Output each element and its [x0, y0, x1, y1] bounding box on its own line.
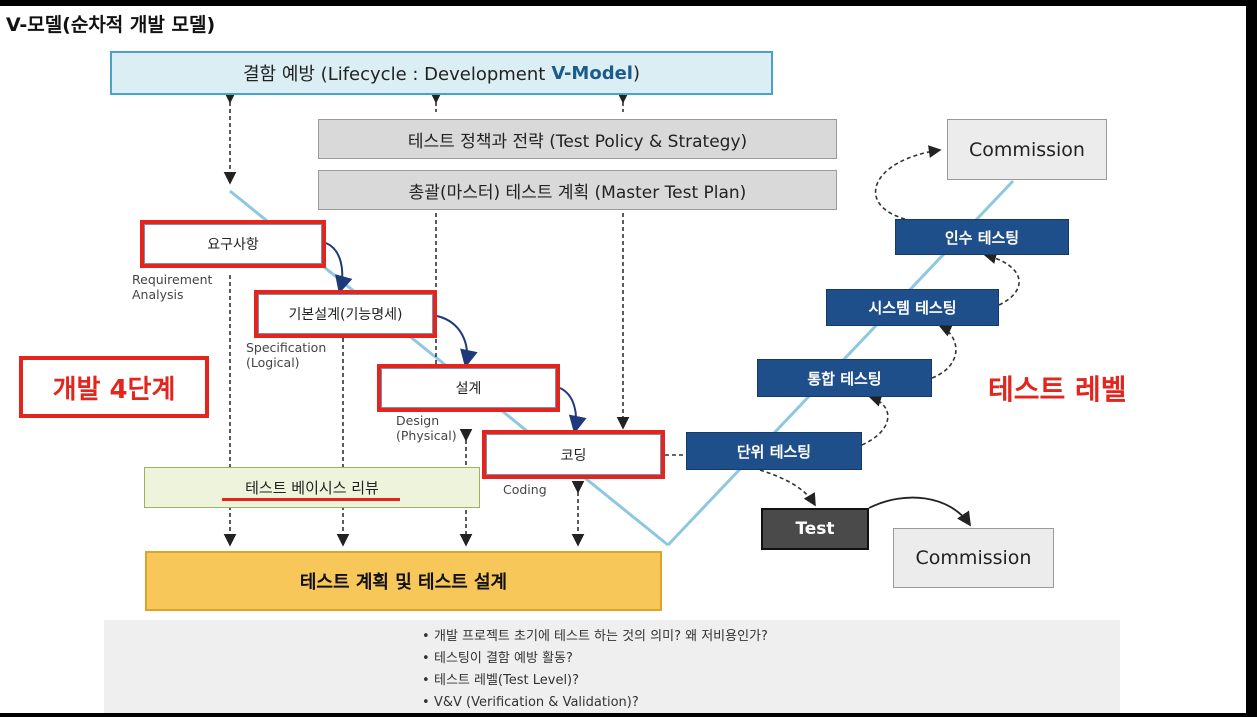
bottom-border [0, 713, 1257, 717]
level-unit-testing: 단위 테스팅 [686, 432, 862, 470]
caption-line: Analysis [132, 287, 184, 302]
flow-design-coding [559, 387, 587, 434]
lifecycle-banner: 결함 예방 (Lifecycle : Development V-Model ) [110, 51, 773, 95]
level-system-testing: 시스템 테스팅 [826, 289, 999, 326]
stage-design: 설계 [377, 364, 560, 412]
stage-coding-label: 코딩 [486, 434, 661, 475]
level-integration-testing: 통합 테스팅 [757, 359, 932, 397]
test-plan-design-box: 테스트 계획 및 테스트 설계 [145, 551, 662, 611]
test-level-label: 테스트 레벨 [988, 373, 1127, 406]
right-border [1246, 0, 1257, 717]
notes-list: 개발 프로젝트 초기에 테스트 하는 것의 의미? 왜 저비용인가? 테스팅이 … [422, 626, 768, 714]
note-item: V&V (Verification & Validation)? [422, 692, 768, 714]
stage-requirement-caption: Requirement Analysis [132, 272, 212, 302]
note-item: 개발 프로젝트 초기에 테스트 하는 것의 의미? 왜 저비용인가? [422, 626, 768, 648]
level-acceptance-testing: 인수 테스팅 [895, 219, 1069, 255]
caption-line: Coding [503, 482, 547, 497]
flow-spec-design [436, 315, 478, 368]
dash-unit-to-integ [861, 394, 889, 446]
notes-panel: 개발 프로젝트 초기에 테스트 하는 것의 의미? 왜 저비용인가? 테스팅이 … [104, 620, 1120, 713]
stage-coding: 코딩 [482, 430, 665, 479]
lifecycle-suffix: ) [632, 62, 641, 84]
stage-requirement: 요구사항 [140, 220, 326, 268]
page-title: V-모델(순차적 개발 모델) [6, 14, 216, 36]
stage-spec-label: 기본설계(기능명세) [258, 294, 433, 334]
dash-unit-to-test [759, 469, 816, 507]
note-item: 테스트 레벨(Test Level)? [422, 670, 768, 692]
caption-line: Requirement [132, 272, 213, 287]
commission-bottom-box: Commission [893, 528, 1054, 588]
stage-coding-caption: Coding [503, 482, 547, 497]
stage-design-label: 설계 [381, 368, 556, 408]
lifecycle-vmodel: V-Model [551, 62, 633, 84]
dash-integ-to-sys [931, 324, 957, 379]
test-basis-review: 테스트 베이시스 리뷰 [144, 467, 480, 508]
caption-line: Design [396, 413, 440, 428]
top-border [0, 0, 1257, 6]
master-test-plan-bar: 총괄(마스터) 테스트 계획 (Master Test Plan) [318, 170, 837, 210]
commission-top-box: Commission [947, 119, 1107, 180]
stage-spec: 기본설계(기능명세) [254, 290, 437, 338]
stage-design-caption: Design (Physical) [396, 413, 457, 443]
flow-test-commission [868, 496, 971, 527]
test-policy-bar: 테스트 정책과 전략 (Test Policy & Strategy) [318, 119, 837, 159]
dash-sys-to-acc [983, 251, 1020, 306]
caption-line: Specification [246, 340, 327, 355]
dash-acc-to-commission [874, 145, 942, 220]
stage-spec-caption: Specification (Logical) [246, 340, 326, 370]
flow-req-spec [325, 242, 353, 294]
stage-requirement-label: 요구사항 [144, 224, 322, 264]
caption-line: (Physical) [396, 428, 457, 443]
lifecycle-prefix: 결함 예방 (Lifecycle : Development [242, 64, 546, 85]
test-box: Test [761, 508, 869, 550]
test-basis-underline [222, 498, 400, 501]
dev-four-stages-label: 개발 4단계 [19, 356, 209, 418]
note-item: 테스팅이 결함 예방 활동? [422, 648, 768, 670]
caption-line: (Logical) [246, 355, 300, 370]
